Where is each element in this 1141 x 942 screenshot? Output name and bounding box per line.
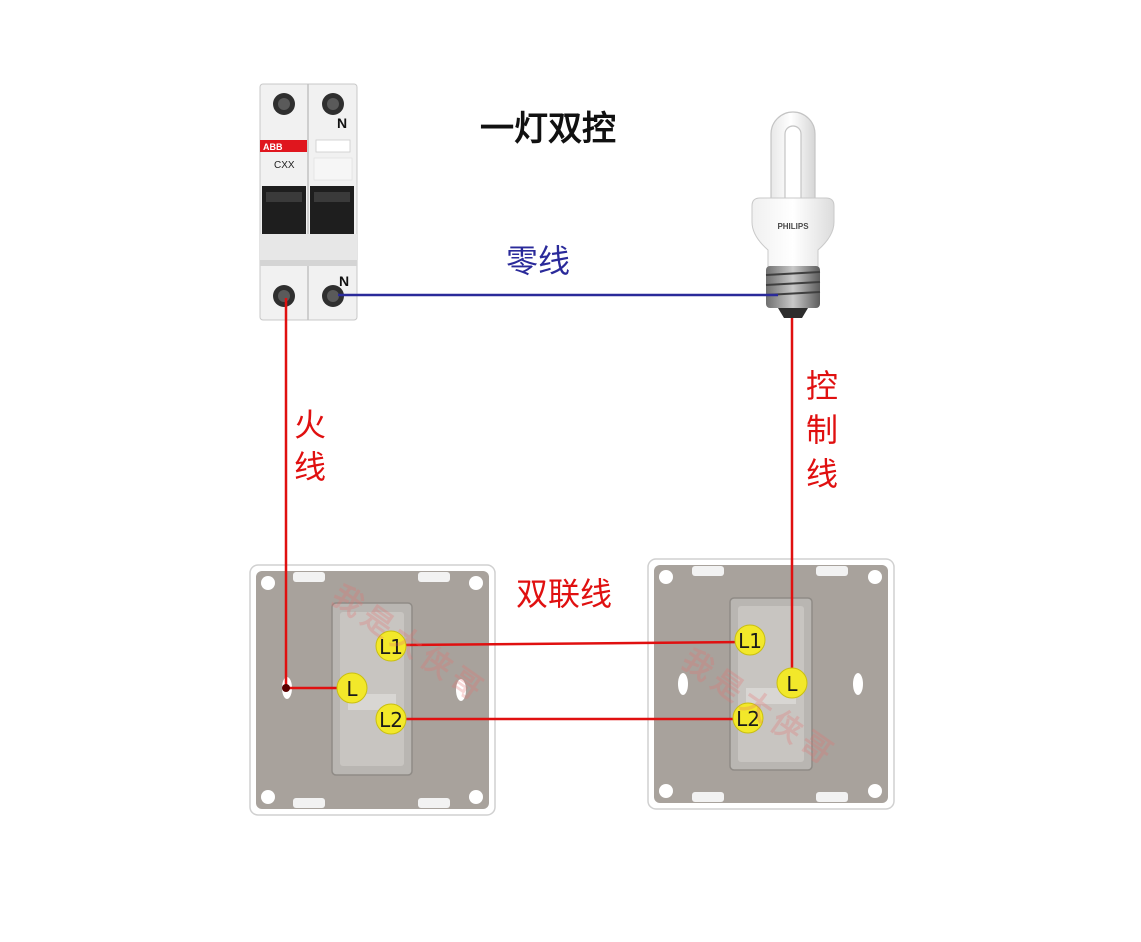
circuit-breaker: N ABB CXX N [259, 83, 358, 321]
left-terminal-l2: L2 [375, 703, 407, 735]
live-wire-label: 火线 [294, 406, 327, 486]
abb-brand-strip [260, 140, 307, 152]
left-terminal-l: L [336, 672, 368, 704]
right-terminal-l: L [776, 667, 808, 699]
bulb-base [751, 197, 835, 269]
right-terminal-l1: L1 [734, 624, 766, 656]
right-terminal-l2: L2 [732, 702, 764, 734]
left-terminal-l1: L1 [375, 630, 407, 662]
light-bulb: PHILIPS [751, 111, 835, 318]
svg-text:L1: L1 [379, 635, 403, 659]
traveler-wire-l1 [401, 640, 747, 647]
traveler-wire-label: 双联线 [516, 575, 613, 613]
breaker-brand: ABB [263, 142, 283, 152]
breaker-top-n-label: N [337, 115, 347, 131]
neutral-wire-label: 零线 [506, 242, 571, 280]
bulb-tube [770, 111, 816, 203]
breaker-top-screw-right [322, 93, 344, 115]
breaker-bottom-screw-left [273, 285, 295, 307]
control-wire-label: 控制线 [806, 367, 839, 493]
diagram-title: 一灯双控 [480, 109, 616, 149]
svg-text:L2: L2 [736, 707, 760, 731]
breaker-bottom-screw-right [322, 285, 344, 307]
right-switch [647, 558, 895, 810]
svg-text:L1: L1 [738, 629, 762, 653]
svg-text:L: L [346, 677, 358, 701]
breaker-bottom-n-label: N [339, 273, 349, 289]
breaker-model: CXX [274, 160, 295, 171]
breaker-top-screw-left [273, 93, 295, 115]
svg-text:L: L [786, 672, 798, 696]
bulb-brand: PHILIPS [777, 222, 809, 231]
svg-text:L2: L2 [379, 708, 403, 732]
bulb-screw-base [766, 266, 820, 308]
